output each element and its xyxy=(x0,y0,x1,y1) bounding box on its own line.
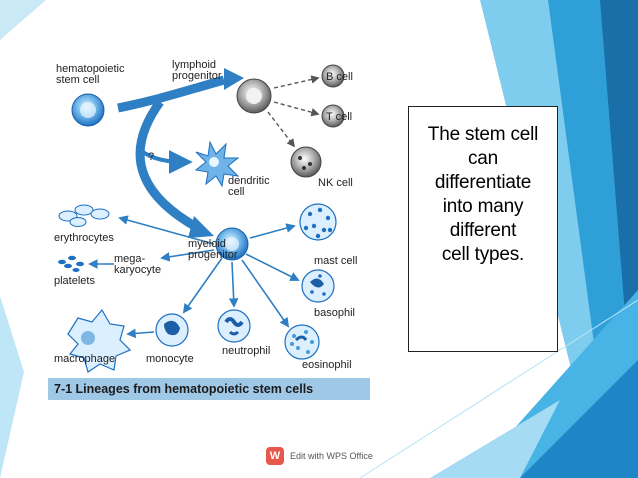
wps-watermark-text: Edit with WPS Office xyxy=(290,451,373,461)
lineage-figure: hematopoietic stem cell lymphoid progeni… xyxy=(48,50,370,402)
label-nk-cell: NK cell xyxy=(318,177,353,189)
wps-watermark[interactable]: W Edit with WPS Office xyxy=(266,446,373,466)
explanation-line: can xyxy=(467,148,499,169)
arrow-to-mast-cell xyxy=(249,223,296,239)
erythrocytes-cells xyxy=(58,204,110,227)
macrophage-cell xyxy=(67,308,132,373)
arrow-to-basophil xyxy=(245,253,300,281)
label-t-cell: T cell xyxy=(326,111,352,123)
label-eosinophil: eosinophil xyxy=(302,359,352,371)
label-dendritic-line1: dendritic xyxy=(228,175,270,187)
label-myeloid-line1: myeloid xyxy=(188,238,226,250)
deco-bottom-right-dark xyxy=(520,360,638,478)
explanation-line: differentiate xyxy=(434,172,532,193)
explanation-line: into many xyxy=(442,196,524,217)
eosinophil-cell xyxy=(284,324,320,360)
deco-bottom-light xyxy=(430,400,560,478)
label-macrophage: macrophage xyxy=(54,353,115,365)
label-b-cell: B cell xyxy=(326,71,353,83)
arrow-to-nk-cell xyxy=(267,111,296,148)
explanation-line: The stem cell xyxy=(427,124,539,145)
explanation-line: different xyxy=(449,220,517,241)
label-erythrocytes: erythrocytes xyxy=(54,232,114,244)
arrow-to-erythrocytes xyxy=(118,215,215,245)
label-hsc-line2: stem cell xyxy=(56,74,99,86)
explanation-line: cell types. xyxy=(441,244,525,265)
caption-bar xyxy=(48,378,370,400)
deco-top-left xyxy=(0,0,46,40)
arrow-to-macrophage xyxy=(126,328,155,339)
label-neutrophil: neutrophil xyxy=(222,345,270,357)
arrow-to-monocyte xyxy=(182,257,223,314)
arrow-head-myeloid xyxy=(188,216,214,238)
explanation-textbox[interactable]: The stem cell can differentiate into man… xyxy=(408,106,558,352)
b-cell xyxy=(321,64,345,88)
label-dendritic-line2: cell xyxy=(228,186,245,198)
label-monocyte: monocyte xyxy=(146,353,194,365)
explanation-text: The stem cell can differentiate into man… xyxy=(413,123,553,267)
lymphoid-nucleus xyxy=(246,88,262,104)
dendritic-nucleus xyxy=(209,157,219,167)
label-lymphoid-line2: progenitor xyxy=(172,70,222,82)
arrow-to-t-cell xyxy=(273,101,320,117)
label-mast-cell: mast cell xyxy=(314,255,357,267)
label-platelets: platelets xyxy=(54,275,95,287)
label-megakaryocyte-line2: karyocyte xyxy=(114,264,161,276)
arrow-hsc-to-lymphoid xyxy=(117,75,226,113)
nk-cell xyxy=(290,146,322,178)
figure-caption: 7-1 Lineages from hematopoietic stem cel… xyxy=(54,382,313,396)
label-hsc-line1: hematopoietic xyxy=(56,63,125,75)
label-basophil: basophil xyxy=(314,307,355,319)
deco-line xyxy=(359,299,638,478)
arrow-to-b-cell xyxy=(273,75,320,89)
label-megakaryocyte-line1: mega- xyxy=(114,253,146,265)
arrow-to-megakaryocyte xyxy=(160,249,215,262)
arrow-hsc-to-myeloid xyxy=(135,99,201,232)
stem-cell-nucleus xyxy=(80,102,96,118)
t-cell xyxy=(321,104,345,128)
arrow-head-lymphoid xyxy=(224,68,244,90)
deco-left-sliver xyxy=(0,296,24,478)
arrow-to-dendritic xyxy=(138,148,193,174)
arrow-to-eosinophil xyxy=(241,259,290,328)
label-lymphoid-line1: lymphoid xyxy=(172,59,216,71)
wps-logo-icon: W xyxy=(266,447,284,465)
arrow-to-neutrophil xyxy=(228,261,239,308)
label-myeloid-line2: progenitor xyxy=(188,249,238,261)
lineage-diagram: hematopoietic stem cell lymphoid progeni… xyxy=(48,59,370,400)
label-question: ? xyxy=(148,151,154,163)
neutrophil-cell xyxy=(217,309,251,343)
platelets-cells xyxy=(58,255,84,272)
